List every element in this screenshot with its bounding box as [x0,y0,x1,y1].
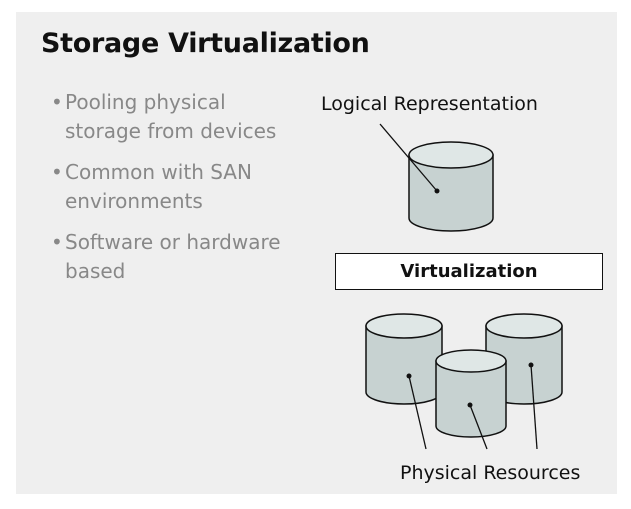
bullet-item: Pooling physical storage from devices [51,88,301,146]
logical-cylinder [408,141,494,232]
physical-resources-label: Physical Resources [400,462,581,484]
physical-pointer-line [469,404,488,450]
bullet-list: Pooling physical storage from devices Co… [51,88,301,298]
logical-pointer-line [379,123,438,192]
slide-title: Storage Virtualization [41,28,370,59]
physical-cylinder-center [435,349,507,438]
physical-cylinder-left [365,313,443,405]
logical-representation-label: Logical Representation [321,93,538,115]
bullet-item: Software or hardware based [51,228,301,286]
physical-pointer-line [530,364,538,450]
bullet-item: Common with SAN environments [51,158,301,216]
virtualization-box: Virtualization [335,253,603,290]
physical-pointer-line [408,375,427,450]
